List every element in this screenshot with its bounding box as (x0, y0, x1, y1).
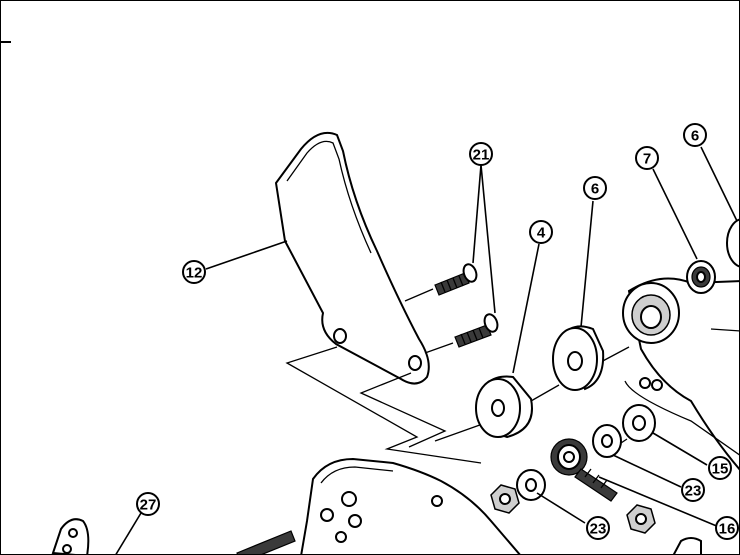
callout-12-label: 12 (186, 265, 203, 282)
bracket-27 (51, 518, 90, 554)
callout-21-label: 21 (473, 147, 490, 164)
bolt-lower (454, 313, 499, 348)
callout-4: 4 (529, 220, 553, 244)
nut-right (626, 504, 656, 534)
callout-6-right: 6 (683, 123, 707, 147)
callout-27: 27 (136, 492, 160, 516)
heel-guard-plate (274, 131, 430, 385)
callout-21: 21 (469, 142, 493, 166)
callout-7: 7 (635, 146, 659, 170)
callout-27-label: 27 (140, 497, 157, 514)
base-plate (300, 457, 521, 554)
pin-bottom-right (672, 537, 702, 554)
bushing-7 (686, 260, 716, 294)
callout-6-middle-label: 6 (591, 181, 599, 198)
callout-16-label: 16 (719, 521, 736, 538)
callout-6-right-label: 6 (691, 128, 699, 145)
callout-6-middle: 6 (583, 176, 607, 200)
footpeg-arm (622, 277, 739, 471)
washer-6-middle (552, 325, 605, 391)
leader-lines (115, 146, 738, 554)
callout-4-label: 4 (537, 225, 546, 242)
callout-15-label: 15 (712, 461, 729, 478)
spacer-4 (475, 375, 533, 439)
callout-12: 12 (182, 260, 206, 284)
long-bolt (236, 530, 296, 554)
callout-23-right: 23 (681, 478, 705, 502)
washer-23-left (516, 469, 546, 501)
callout-15: 15 (708, 456, 732, 480)
callout-23-left-label: 23 (590, 521, 607, 538)
washer-15 (622, 404, 656, 442)
callout-23-left: 23 (586, 516, 610, 540)
callout-23-right-label: 23 (685, 483, 702, 500)
assembly-lines (285, 288, 692, 464)
callout-16: 16 (715, 516, 739, 540)
washer-6-right (726, 218, 739, 268)
plate-hole-lower (408, 355, 422, 371)
bolt-upper (434, 263, 478, 296)
washer-23-right (592, 424, 622, 458)
nut-left (490, 484, 520, 514)
rod-end-16 (550, 438, 618, 502)
plate-hole-upper (333, 328, 347, 344)
callout-7-label: 7 (643, 151, 651, 168)
